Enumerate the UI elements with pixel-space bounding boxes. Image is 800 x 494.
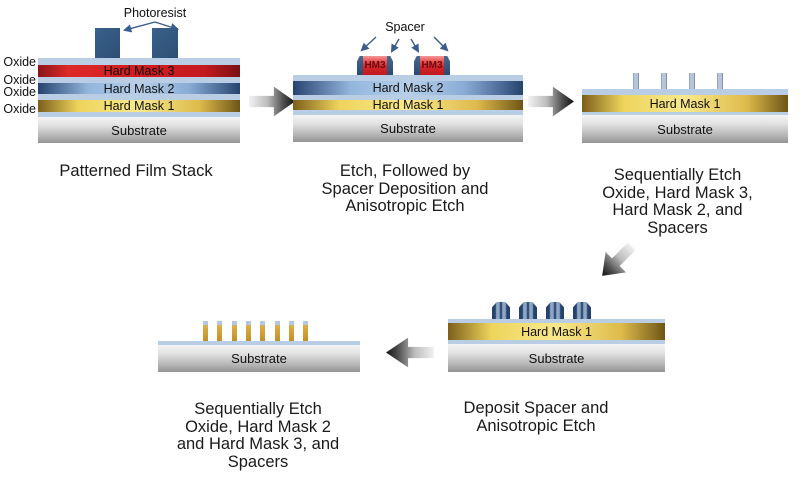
p1-oxide-layer-3 [38, 94, 240, 100]
p1-substrate-label: Substrate [111, 122, 167, 138]
p3-pillar-4 [717, 73, 723, 90]
caption-line: Oxide, Hard Mask 3, [602, 183, 753, 202]
p2-substrate-label: Substrate [380, 121, 436, 136]
p5-substrate-label: Substrate [231, 351, 287, 366]
spacer-sidewall-icon [357, 56, 363, 75]
p2-oxide-layer-2 [293, 95, 523, 100]
p1-substrate-layer: Substrate [38, 117, 240, 143]
p1-oxide-layer-1 [38, 58, 240, 65]
spacer-arrows-icon [360, 36, 449, 53]
p1-oxide-layer-4 [38, 112, 240, 117]
p1-hm1-label: Hard Mask 1 [103, 99, 175, 113]
p3-pillar-3 [689, 73, 695, 90]
p3-pillar-2 [661, 73, 667, 90]
flow-arrow-left-icon [386, 337, 434, 368]
p2-hm2-label: Hard Mask 2 [372, 81, 444, 95]
caption-line: and Hard Mask 3, and [176, 435, 340, 453]
p4-spacer-unit-2 [519, 302, 537, 320]
p5-substrate-layer: Substrate [158, 345, 360, 372]
flow-arrow-down-left-icon [592, 236, 643, 287]
caption-sequential-etch-1: Sequentially Etch Oxide, Hard Mask 3, Ha… [575, 166, 780, 237]
caption-patterned-film-stack: Patterned Film Stack [59, 162, 213, 180]
p3-substrate-layer: Substrate [582, 115, 788, 143]
p3-hard-mask-1-layer: Hard Mask 1 [582, 95, 788, 112]
hm3-core-left: HM3 [363, 56, 387, 75]
caption-deposit-spacer: Deposit Spacer and Anisotropic Etch [430, 399, 642, 435]
p3-oxide-layer-1 [582, 89, 788, 95]
caption-sequential-etch-2: Sequentially Etch Oxide, Hard Mask 2 and… [150, 400, 366, 471]
p5-pillar-1 [203, 321, 208, 342]
p2-substrate-layer: Substrate [293, 115, 523, 142]
p3-hm1-label: Hard Mask 1 [649, 96, 721, 111]
p4-spacer-unit-1 [492, 302, 510, 320]
caption-line: Etch, Followed by [339, 162, 471, 180]
photoresist-label: Photoresist [123, 6, 187, 20]
caption-line: Anisotropic Etch [476, 416, 596, 435]
p1-oxide-layer-2 [38, 77, 240, 83]
caption-line: Spacers [647, 218, 708, 237]
p3-oxide-layer-2 [582, 112, 788, 115]
caption-line: Spacers [227, 452, 289, 471]
p4-hard-mask-1-layer: Hard Mask 1 [448, 323, 665, 340]
p2-hard-mask-2-layer: Hard Mask 2 [293, 81, 523, 95]
p3-substrate-label: Substrate [657, 121, 713, 137]
hm3-block-left: HM3 [357, 56, 393, 75]
flow-arrow-right-1-icon [249, 86, 295, 117]
spacer-sidewall-icon [444, 56, 450, 75]
p4-spacer-unit-3 [546, 302, 564, 320]
caption-line: Deposit Spacer and [463, 399, 609, 417]
p4-substrate-layer: Substrate [448, 344, 665, 372]
p5-pillar-7 [289, 321, 294, 342]
p2-oxide-layer-1 [293, 75, 523, 81]
oxide-label-3: Oxide [3, 85, 36, 99]
caption-etch-spacer-deposition: Etch, Followed by Spacer Deposition and … [283, 162, 527, 216]
spacer-label: Spacer [385, 20, 425, 34]
p5-pillar-3 [232, 321, 237, 342]
caption-line: Sequentially Etch [194, 400, 322, 418]
p1-hm2-label: Hard Mask 2 [103, 81, 175, 96]
spacer-sidewall-icon [414, 56, 420, 75]
caption-line: Spacer Deposition and [321, 179, 489, 198]
caption-line: Sequentially Etch [613, 166, 742, 184]
oxide-label-1: Oxide [3, 55, 36, 69]
photoresist-block-left [95, 28, 120, 59]
p5-oxide-layer-1 [158, 341, 360, 345]
caption-line: Hard Mask 2, and [612, 201, 743, 219]
hm3-core-right: HM3 [420, 56, 444, 75]
oxide-label-4: Oxide [3, 102, 36, 116]
p1-hard-mask-3-layer: Hard Mask 3 [38, 64, 240, 78]
photoresist-block-right [152, 28, 178, 59]
spacer-sidewall-icon [387, 56, 393, 75]
p3-pillar-1 [633, 73, 639, 90]
p4-oxide-layer-2 [448, 340, 665, 344]
caption-line: Anisotropic Etch [345, 197, 465, 215]
p5-pillar-4 [246, 321, 251, 342]
flow-arrow-right-2-icon [528, 86, 574, 117]
hm3-block-right: HM3 [414, 56, 450, 75]
p5-pillar-2 [217, 321, 222, 342]
p1-hm3-label: Hard Mask 3 [103, 64, 175, 78]
p5-pillar-6 [275, 321, 280, 342]
p2-hm1-label: Hard Mask 1 [372, 98, 444, 112]
caption-line: Oxide, Hard Mask 2 [185, 417, 331, 436]
p2-hard-mask-1-layer: Hard Mask 1 [293, 98, 523, 112]
photoresist-arrows-icon [122, 21, 180, 33]
p4-spacer-unit-4 [573, 302, 591, 320]
oxide-label-2: Oxide [3, 73, 36, 87]
p2-oxide-layer-3 [293, 110, 523, 115]
p5-pillar-5 [260, 321, 265, 342]
p4-substrate-label: Substrate [528, 350, 585, 366]
p4-oxide-layer-1 [448, 319, 665, 323]
p1-hard-mask-2-layer: Hard Mask 2 [38, 81, 240, 96]
p1-hard-mask-1-layer: Hard Mask 1 [38, 99, 240, 113]
p5-pillar-8 [303, 321, 308, 342]
p4-hm1-label: Hard Mask 1 [521, 324, 592, 339]
